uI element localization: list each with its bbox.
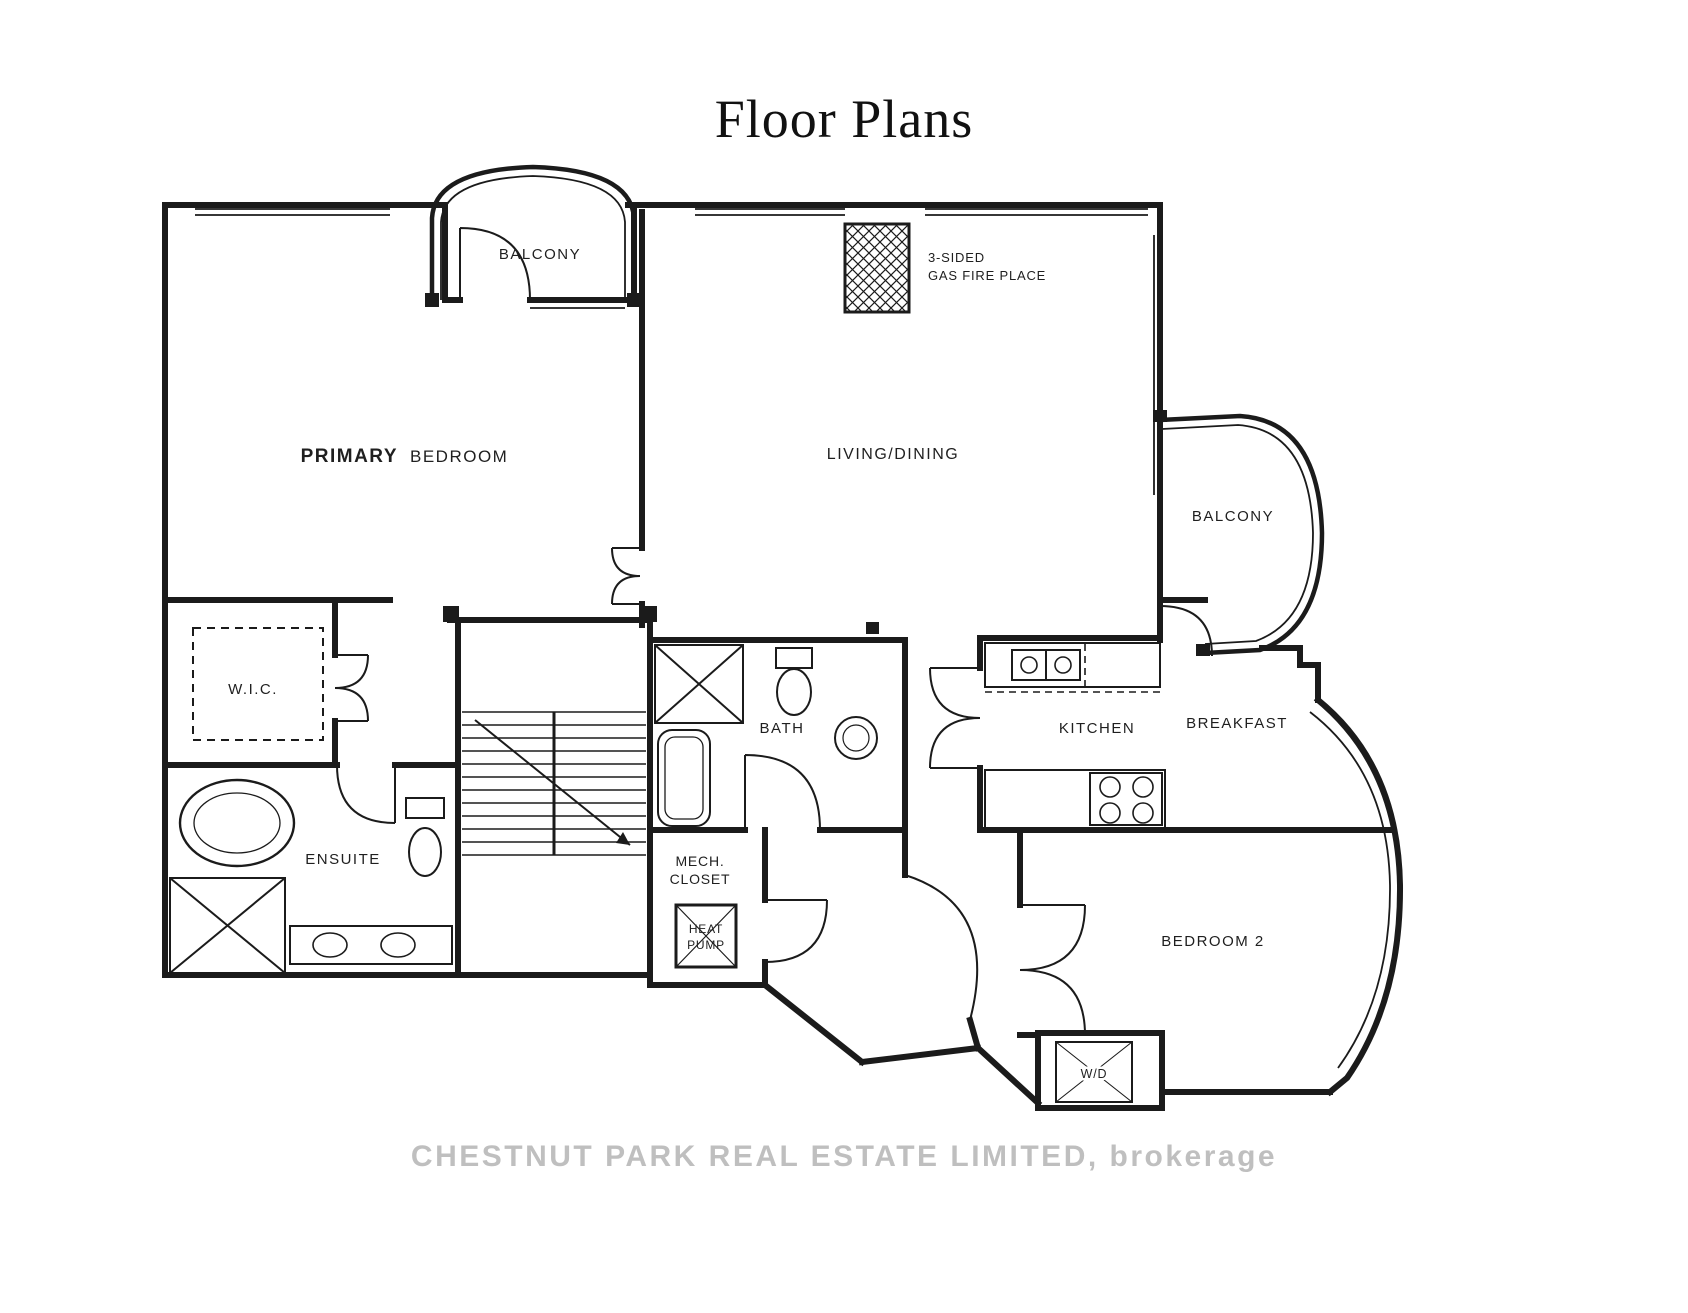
ensuite-label: ENSUITE	[305, 851, 381, 868]
stove-burner-2	[1132, 776, 1154, 798]
bathtub	[657, 729, 711, 827]
ensuite-tub	[178, 778, 296, 868]
washer-dryer-label: W/D	[1081, 1067, 1108, 1081]
stair-direction-arrow	[474, 719, 631, 846]
gas-fireplace	[843, 222, 911, 314]
bath-label: BATH	[760, 720, 805, 737]
living-dining-label: LIVING/DINING	[827, 446, 959, 463]
fireplace-label-line2: GAS FIRE PLACE	[928, 268, 1046, 283]
brokerage-watermark: CHESTNUT PARK REAL ESTATE LIMITED, broke…	[410, 1140, 1278, 1173]
balcony-railings	[429, 164, 1325, 656]
bedroom-2-label: BEDROOM 2	[1161, 933, 1265, 950]
walls	[162, 202, 1404, 1111]
ensuite-toilet-bowl	[408, 827, 442, 877]
heat-pump-label-line2: PUMP	[687, 938, 725, 952]
balcony-top-label: BALCONY	[499, 246, 581, 263]
kitchen-label: KITCHEN	[1059, 720, 1135, 737]
thermostat-mark	[866, 622, 879, 634]
balcony-right-label: BALCONY	[1192, 508, 1274, 525]
primary-bedroom-label-word2: BEDROOM	[410, 447, 508, 466]
primary-bedroom-label-word1: PRIMARY	[301, 446, 398, 467]
stove-burner-1	[1099, 776, 1121, 798]
wall-posts	[425, 293, 1210, 656]
heat-pump-label-line1: HEAT	[689, 922, 723, 936]
fireplace-label-line1: 3-SIDED	[928, 250, 985, 265]
kitchen-sink-basin-left	[1020, 656, 1038, 674]
ensuite-basin-left	[312, 932, 348, 958]
wic-label: W.I.C.	[228, 681, 278, 698]
breakfast-label: BREAKFAST	[1186, 715, 1288, 732]
bath-toilet-bowl	[776, 668, 812, 716]
door-swings	[334, 227, 1213, 1036]
windows	[195, 175, 1391, 1069]
stove-burner-4	[1132, 802, 1154, 824]
wic-shelving-dashed	[192, 627, 324, 741]
washer-dryer-x	[1055, 1041, 1133, 1103]
kitchen-cabinet-dashed	[985, 644, 1160, 693]
ensuite-basin-right	[380, 932, 416, 958]
heat-pump-x	[675, 904, 737, 968]
stove-burner-3	[1099, 802, 1121, 824]
page-title: Floor Plans	[714, 89, 974, 149]
mech-closet-label-line1: MECH.	[675, 853, 724, 869]
bath-sink-basin	[842, 724, 870, 752]
stair-arrowhead	[616, 832, 630, 845]
ensuite-tub-inner	[193, 792, 281, 854]
fixture-outlines	[169, 642, 1166, 974]
kitchen-sink-basin-right	[1054, 656, 1072, 674]
bath-sink	[834, 716, 878, 760]
mech-closet-label-line2: CLOSET	[670, 871, 731, 887]
bathtub-inner	[664, 736, 704, 820]
